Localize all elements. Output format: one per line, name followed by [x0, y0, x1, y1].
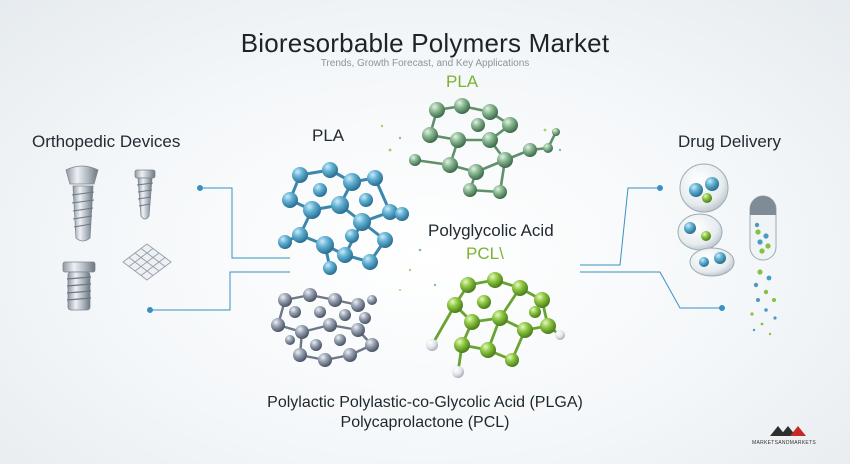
- page-subtitle: Trends, Growth Forecast, and Key Applica…: [320, 58, 530, 69]
- pla-left-label: PLA: [312, 126, 345, 145]
- capsule-icon: [749, 195, 777, 261]
- threaded-implant-icon: [62, 261, 96, 311]
- orthopedic-devices-label: Orthopedic Devices: [32, 132, 181, 151]
- drug-cell-icon: [679, 163, 729, 213]
- caption-line-1: Polylactic Polylastic-co-Glycolic Acid (…: [267, 394, 583, 411]
- brand-logo-text: MARKETSANDMARKETS: [752, 440, 816, 446]
- particle-spray-icon: [750, 269, 777, 336]
- drug-delivery-label: Drug Delivery: [678, 132, 781, 151]
- drug-cell-icon-2: [677, 213, 723, 251]
- pcl-label: PCL\: [466, 244, 504, 263]
- right-connector-lines: [580, 185, 725, 311]
- caption-line-2: Polycaprolactone (PCL): [340, 414, 510, 431]
- pcl-molecule-green-atoms: [447, 272, 556, 367]
- drug-cell-icon-3: [689, 247, 735, 277]
- pga-label: Polyglycolic Acid: [428, 221, 554, 240]
- mesh-scaffold-icon: [122, 243, 172, 281]
- pla-top-label: PLA: [446, 72, 479, 91]
- plga-molecule-grey-atoms: [271, 288, 379, 367]
- pla-molecule-sage-atoms: [409, 98, 560, 199]
- pla-molecule-blue-atoms: [278, 162, 409, 275]
- bone-screw-icon: [134, 169, 156, 220]
- brand-logo-icon: [770, 426, 806, 436]
- pcl-molecule-white-atoms: [426, 330, 565, 378]
- left-connector-lines: [147, 185, 290, 313]
- page-title: Bioresorbable Polymers Market: [240, 28, 610, 58]
- dental-implant-icon: [65, 165, 99, 242]
